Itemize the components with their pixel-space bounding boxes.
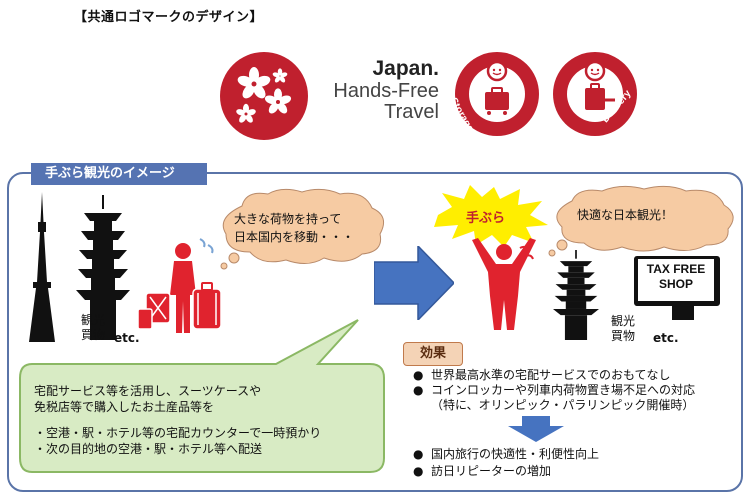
- left-etc: etc.: [114, 331, 140, 345]
- left-bubble-line-2: 日本国内を移動・・・: [234, 230, 355, 244]
- effect-item-2-sub: （特に、オリンピック・パラリンピック開催時）: [431, 398, 695, 412]
- delivery-logo: [553, 52, 637, 136]
- left-label-sightseeing: 観光: [81, 313, 106, 327]
- effect-bullet: ●: [413, 383, 424, 397]
- green-item-1: ・空港・駅・ホテル等の宅配カウンターで一時預かり: [34, 426, 322, 440]
- effect-item-2: コインロッカーや列車内荷物置き場不足への対応: [431, 383, 696, 397]
- right-label-sightseeing: 観光: [611, 314, 636, 328]
- pagoda-icon-right: [553, 250, 599, 340]
- right-label-shopping: 買物: [611, 329, 636, 343]
- effect-bullet: ●: [413, 447, 424, 461]
- brand-line-hands-free: Hands-Free: [333, 80, 439, 102]
- right-activity-labels: 観光 買物: [611, 314, 635, 344]
- left-thought-bubble-shape: [220, 188, 385, 270]
- hands-free-burst-shape: [434, 185, 548, 247]
- left-label-shopping: 買物: [81, 328, 106, 342]
- green-item-2: ・次の目的地の空港・駅・ホテル等へ配送: [34, 442, 263, 456]
- shop-sign-line-1: TAX FREE: [646, 262, 706, 276]
- effect-item-3: 国内旅行の快適性・利便性向上: [431, 447, 600, 461]
- cherry-blossom-logo: [220, 52, 308, 140]
- effect-item-1: 世界最高水準の宅配サービスでのおもてなし: [431, 368, 671, 382]
- effect-item-4: 訪日リピーターの増加: [431, 464, 552, 478]
- effect-down-arrow-icon: [508, 416, 564, 442]
- pagoda-icon-left: [76, 195, 130, 340]
- shop-door-icon: [672, 304, 694, 320]
- brand-line-travel: Travel: [384, 101, 439, 123]
- green-callout-text: 宅配サービス等を活用し、スーツケースや 免税店等で購入したお土産品等を ・空港・…: [34, 383, 321, 457]
- right-etc: etc.: [653, 331, 679, 345]
- brand-line-japan: Japan.: [372, 57, 439, 80]
- tax-free-shop-sign: TAX FREE SHOP: [634, 256, 720, 320]
- panel-tab-title: 手ぶら観光のイメージ: [31, 163, 207, 185]
- effect-result-list: ● 国内旅行の快適性・利便性向上 ● 訪日リピーターの増加: [413, 446, 599, 480]
- right-thought-bubble-text: 快適な日本観光！: [577, 208, 674, 222]
- storage-logo: [455, 52, 539, 136]
- traveler-heavy-luggage-icon: [138, 238, 222, 333]
- brand-wordmark: Japan. Hands-Free Travel: [321, 58, 439, 122]
- effect-bullet: ●: [413, 464, 424, 478]
- green-line-1: 宅配サービス等を活用し、スーツケースや: [34, 384, 262, 398]
- shop-sign-line-2: SHOP: [658, 277, 693, 291]
- effect-list: ● 世界最高水準の宅配サービスでのおもてなし ● コインロッカーや列車内荷物置き場不…: [413, 368, 695, 413]
- heading: 【共通ロゴマークのデザイン】: [74, 10, 264, 25]
- right-thought-bubble-shape: [548, 185, 734, 257]
- effect-title: 効果: [403, 342, 463, 366]
- effect-bullet: ●: [413, 368, 424, 382]
- green-callout-shape: [19, 319, 385, 473]
- green-line-2: 免税店等で購入したお土産品等を: [34, 400, 215, 414]
- hands-free-person-icon: [472, 238, 536, 330]
- left-bubble-line-1: 大きな荷物を持って: [234, 212, 342, 226]
- left-thought-bubble-text: 大きな荷物を持って 日本国内を移動・・・: [234, 210, 354, 246]
- tower-icon: [29, 192, 55, 342]
- transition-arrow-icon: [374, 246, 454, 320]
- left-activity-labels: 観光 買物: [81, 313, 105, 343]
- hands-free-burst-text: 手ぶら: [466, 211, 506, 226]
